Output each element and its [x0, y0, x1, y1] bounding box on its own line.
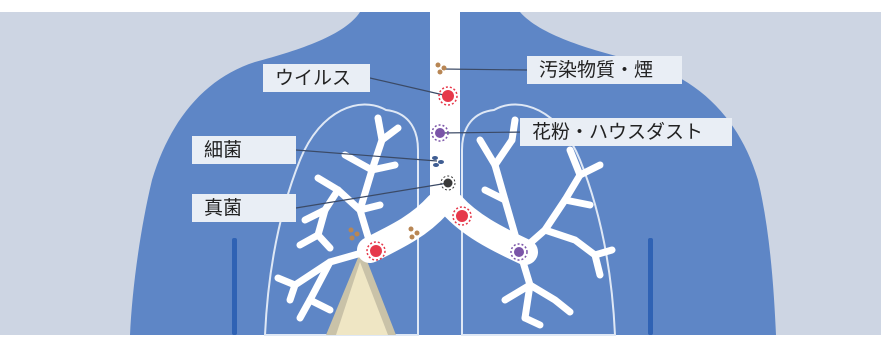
right-lung — [461, 103, 617, 336]
fungi-label: 真菌 — [192, 194, 296, 222]
airway — [357, 0, 538, 265]
left-bronchi — [274, 114, 402, 322]
virus-particle — [452, 206, 472, 226]
leader-lines — [295, 68, 528, 209]
right-bronchi — [476, 116, 616, 329]
pollen-label: 花粉・ハウスダスト — [520, 118, 732, 146]
pollution-particle — [435, 62, 447, 75]
virus-label: ウイルス — [263, 64, 370, 92]
pollen-particle — [510, 243, 528, 261]
pollution-label: 汚染物質・煙 — [527, 56, 682, 84]
left-side-line — [232, 238, 237, 335]
left-lung — [263, 103, 419, 336]
bacteria-particle — [432, 156, 444, 167]
virus-particle — [366, 241, 386, 261]
pollution-particle — [408, 226, 420, 240]
virus-particle — [438, 86, 458, 106]
bacteria-label: 細菌 — [192, 136, 296, 164]
right-side-line — [648, 238, 653, 335]
fungi-particle — [440, 175, 456, 191]
pollution-particle — [348, 227, 360, 241]
pollen-particle — [431, 124, 449, 142]
heart-highlight — [336, 262, 388, 335]
bottom-band — [0, 335, 881, 341]
